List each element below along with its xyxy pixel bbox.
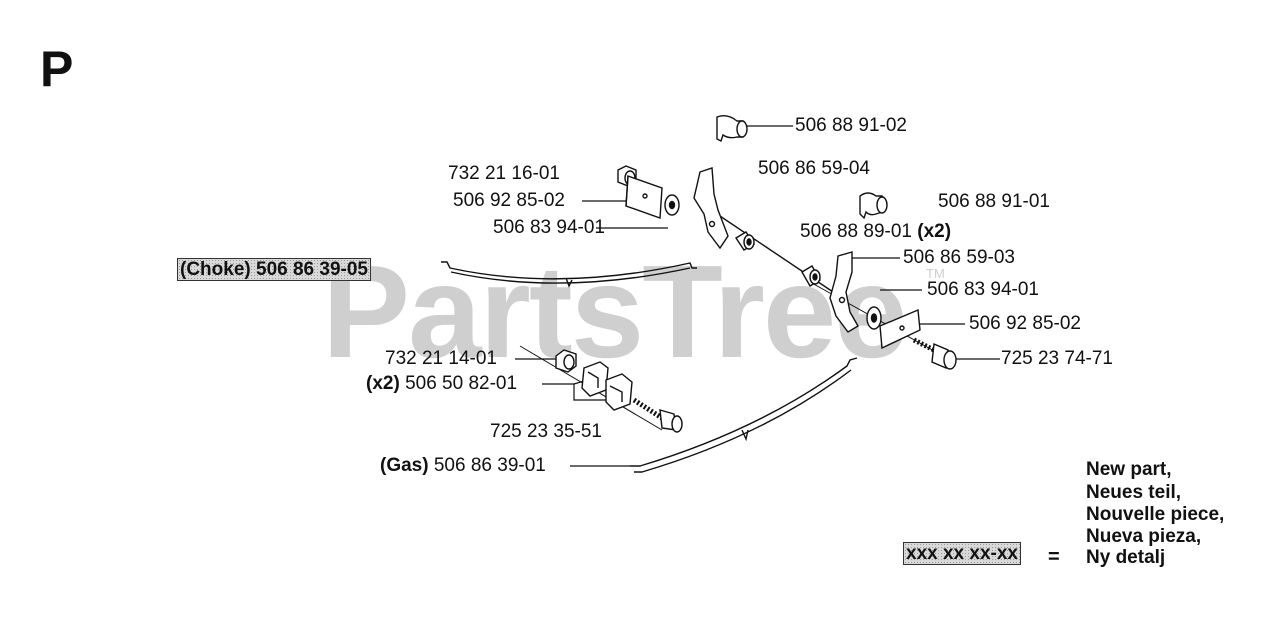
new-part-highlight: xxx xx xx-xx <box>903 542 1021 565</box>
cable-type: (Choke) <box>180 259 251 280</box>
cable-type: (Gas) <box>380 455 429 476</box>
part-label-732-21-14-01: 732 21 14-01 <box>385 348 497 369</box>
legend-line-4: Nueva pieza, <box>1086 526 1202 547</box>
section-letter: P <box>40 41 74 97</box>
part-label-gas-cable: (Gas) 506 86 39-01 <box>380 455 546 477</box>
part-label-506-88-91-02: 506 88 91-02 <box>795 115 907 136</box>
washer-upper <box>664 194 680 216</box>
throttle-shaft-line <box>713 211 846 301</box>
watermark-trademark: TM <box>926 266 945 281</box>
part-label-506-50-82-01: (x2) 506 50 82-01 <box>366 373 517 395</box>
cable-clamp-b <box>605 373 633 411</box>
bracket-plate-upper <box>625 175 663 219</box>
part-number: 506 50 82-01 <box>405 373 518 394</box>
quantity-badge: (x2) <box>917 221 952 242</box>
legend-line-2: Neues teil, <box>1086 482 1182 503</box>
part-label-725-23-74-71: 725 23 74-71 <box>1001 348 1113 369</box>
bracket-plate-lower <box>879 308 921 350</box>
legend-equals: = <box>1048 546 1060 568</box>
gas-cable <box>630 357 858 473</box>
cap-part-top <box>716 114 748 142</box>
legend-line-5: Ny detalj <box>1086 547 1166 568</box>
bushing-b <box>801 265 821 287</box>
screw-right <box>912 337 957 370</box>
legend-line-3: Nouvelle piece, <box>1086 504 1225 525</box>
cap-part-right <box>859 192 888 220</box>
part-label-506-88-91-01: 506 88 91-01 <box>938 191 1050 212</box>
part-label-506-83-94-01-upper: 506 83 94-01 <box>493 217 605 238</box>
part-number: 506 86 39-05 <box>256 259 369 280</box>
legend-line-1: New part, <box>1086 459 1172 480</box>
part-label-506-86-59-03: 506 86 59-03 <box>903 247 1015 268</box>
part-label-506-83-94-01-lower: 506 83 94-01 <box>927 279 1039 300</box>
part-label-506-88-89-01: 506 88 89-01 (x2) <box>800 221 951 243</box>
new-part-highlight: (Choke) 506 86 39-05 <box>177 258 372 281</box>
screw-lower <box>632 397 683 433</box>
cable-clamp-a <box>581 361 609 397</box>
part-label-506-92-85-02-lower: 506 92 85-02 <box>969 313 1081 334</box>
lever-lower <box>829 251 859 333</box>
lever-upper <box>693 167 729 250</box>
part-number: 506 86 39-01 <box>433 455 546 476</box>
part-label-725-23-35-51: 725 23 35-51 <box>490 421 602 442</box>
part-label-506-86-59-04: 506 86 59-04 <box>758 158 870 179</box>
washer-lower <box>866 306 882 330</box>
quantity-badge: (x2) <box>366 373 400 394</box>
part-label-732-21-16-01: 732 21 16-01 <box>448 163 560 184</box>
legend-code-sample: xxx xx xx-xx <box>903 542 1021 565</box>
choke-cable <box>441 261 697 288</box>
nut-lower <box>555 349 577 373</box>
bushing-a <box>735 231 755 251</box>
part-label-choke-cable: (Choke) 506 86 39-05 <box>177 258 372 281</box>
part-number: 506 88 89-01 <box>800 221 912 242</box>
part-label-506-92-85-02-upper: 506 92 85-02 <box>453 190 565 211</box>
